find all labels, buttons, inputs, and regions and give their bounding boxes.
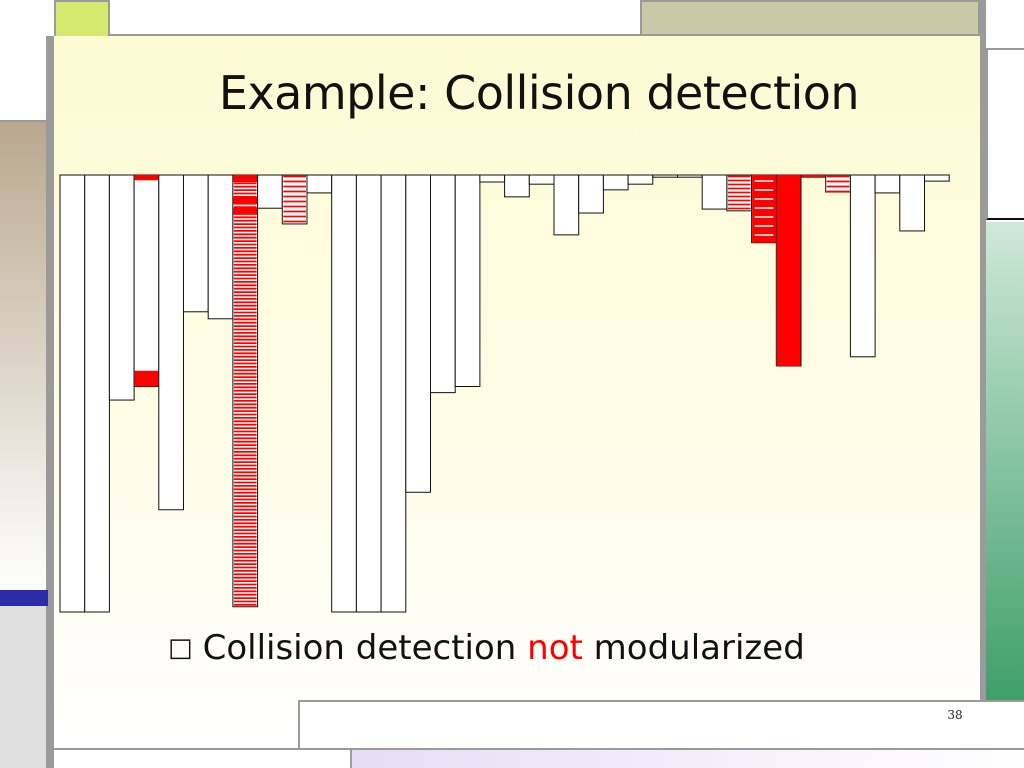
deco-left-white: [0, 36, 48, 120]
deco-top-bar: [110, 0, 640, 36]
deco-bottom-grey-line: [54, 746, 1024, 750]
chart-bar: [924, 174, 950, 182]
chart-bar: [677, 174, 703, 178]
chart-bar: [158, 174, 185, 511]
deco-left-grey-line: [48, 36, 54, 768]
chart-bar: [602, 174, 629, 191]
chart-bar-mark: [776, 175, 801, 366]
chart-bar: [528, 174, 555, 185]
chart-bar-mark: [233, 196, 258, 204]
chart-bar: [825, 174, 851, 193]
deco-left-brown: [0, 120, 48, 590]
deco-bottom-lavender: [350, 750, 1024, 768]
deco-left-grey: [0, 606, 48, 768]
deco-tan-block: [640, 0, 980, 36]
bullet-highlight: not: [527, 628, 583, 668]
chart-bar: [874, 174, 901, 194]
chart-bar: [183, 174, 209, 313]
chart-bar: [405, 174, 431, 493]
bullet-marker: □: [168, 633, 193, 663]
chart-bar: [207, 174, 234, 320]
chart-bar: [849, 174, 876, 358]
chart-bar-mark: [801, 175, 826, 178]
chart-bar: [454, 174, 481, 388]
bullet-point: □ Collision detection not modularized: [168, 628, 805, 668]
chart-bar-mark: [134, 175, 159, 181]
chart-bar: [133, 174, 160, 388]
slide-background: [54, 36, 980, 748]
chart-bar: [108, 174, 135, 401]
chart-bar: [504, 174, 530, 198]
chart-bar: [355, 174, 382, 613]
page-number: 38: [947, 708, 963, 722]
chart-bar: [652, 174, 678, 178]
deco-right-teal: [986, 222, 1024, 700]
slide-title: Example: Collision detection: [218, 66, 860, 120]
chart-bar: [306, 174, 333, 194]
chart-bar-mark: [233, 207, 258, 215]
deco-right-grey-line: [980, 0, 986, 768]
deco-right-white: [986, 50, 1024, 220]
chart-bar-mark: [233, 175, 258, 182]
chart-bar: [553, 174, 580, 236]
chart-bar: [380, 174, 407, 613]
deco-left-blue: [0, 590, 48, 606]
chart-bar: [331, 174, 357, 613]
chart-bar: [257, 174, 283, 209]
chart-bar: [627, 174, 654, 185]
bullet-text-after: modularized: [593, 628, 805, 668]
chart-bar: [479, 174, 506, 183]
chart-bar-mark: [134, 370, 159, 387]
chart-bar: [578, 174, 604, 214]
chart-bar: [899, 174, 925, 232]
chart-bar: [701, 174, 728, 210]
bullet-text-before: Collision detection: [202, 628, 517, 668]
chart-bar: [84, 174, 110, 613]
chart-bar: [430, 174, 456, 394]
deco-bottom-right-frame: [298, 700, 1024, 748]
chart-bar-mark: [752, 175, 776, 243]
chart-bar: [59, 174, 86, 613]
